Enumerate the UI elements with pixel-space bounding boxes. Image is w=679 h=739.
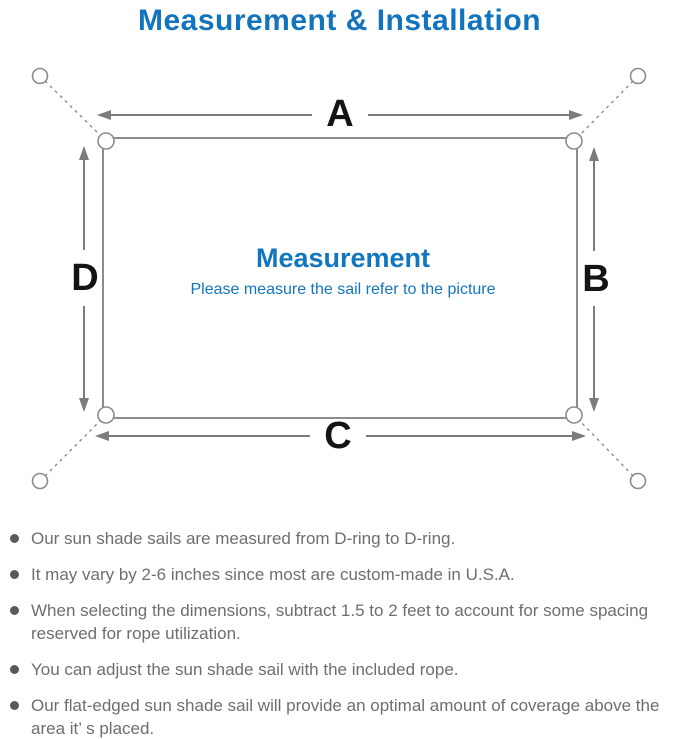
dimension-label-c: C bbox=[324, 415, 352, 457]
sail-measurement-diagram: A B C D Measurement Please measure the s… bbox=[0, 38, 679, 518]
anchor-point-circles bbox=[31, 67, 647, 490]
dimension-label-d: D bbox=[71, 257, 99, 299]
bullet-dot bbox=[10, 606, 19, 615]
note-text: You can adjust the sun shade sail with t… bbox=[31, 660, 459, 679]
list-item: It may vary by 2-6 inches since most are… bbox=[0, 563, 671, 586]
note-text: It may vary by 2-6 inches since most are… bbox=[31, 565, 515, 584]
measurement-subheading: Please measure the sail refer to the pic… bbox=[190, 281, 496, 298]
sail-outline bbox=[102, 137, 578, 419]
d-ring-corners bbox=[97, 132, 583, 424]
dimension-label-a: A bbox=[326, 93, 354, 135]
bullet-dot bbox=[10, 701, 19, 710]
bullet-dot bbox=[10, 534, 19, 543]
sail-diagram-graphic bbox=[31, 67, 647, 490]
notes-list: Our sun shade sails are measured from D-… bbox=[0, 527, 679, 739]
note-text: When selecting the dimensions, subtract … bbox=[31, 601, 649, 643]
bullet-dot bbox=[10, 570, 19, 579]
bullet-dot bbox=[10, 665, 19, 674]
measurement-heading: Measurement bbox=[255, 243, 431, 273]
dimension-label-b: B bbox=[582, 258, 610, 300]
diagram-center-text: Measurement Please measure the sail refe… bbox=[190, 243, 495, 299]
list-item: Our flat-edged sun shade sail will provi… bbox=[0, 694, 671, 739]
list-item: You can adjust the sun shade sail with t… bbox=[0, 658, 671, 681]
list-item: Our sun shade sails are measured from D-… bbox=[0, 527, 671, 550]
corner-rope-lines bbox=[39, 75, 639, 482]
page-title: Measurement & Installation bbox=[137, 4, 542, 37]
note-text: Our flat-edged sun shade sail will provi… bbox=[31, 696, 660, 738]
note-text: Our sun shade sails are measured from D-… bbox=[31, 529, 456, 548]
list-item: When selecting the dimensions, subtract … bbox=[0, 599, 671, 645]
dimension-arrows bbox=[79, 110, 599, 441]
